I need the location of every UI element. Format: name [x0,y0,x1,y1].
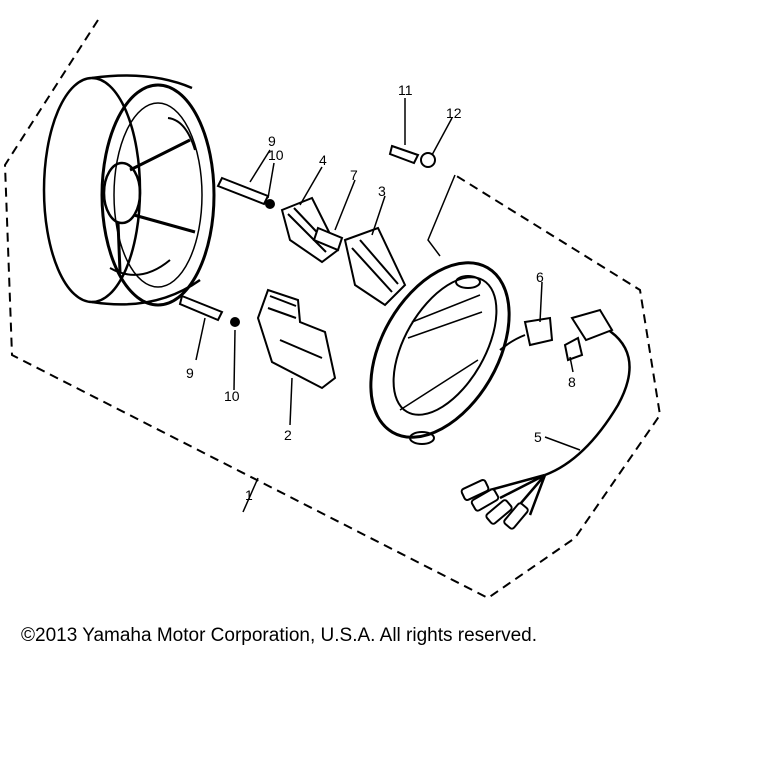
coil-3 [343,226,407,307]
coil-4 [280,196,340,264]
callout-5: 5 [534,429,542,445]
washer-12 [420,152,436,168]
leader-lines [195,98,581,513]
condenser-7 [312,226,344,252]
callout-12: 12 [446,105,462,121]
terminal-6 [499,316,554,351]
callout-4: 4 [319,152,327,168]
callout-6: 6 [536,269,544,285]
callout-2: 2 [284,427,292,443]
assembly-boundary [3,19,662,600]
exploded-parts-diagram: 1 2 3 4 5 6 7 8 9 9 10 10 11 12 [3,19,662,600]
screw-9-upper [216,176,270,206]
callout-10-upper: 10 [268,147,284,163]
screw-9-lower [178,294,224,322]
lead-wire-5 [489,323,631,516]
grommet-8 [563,336,584,362]
callout-8: 8 [568,374,576,390]
copyright-notice: ©2013 Yamaha Motor Corporation, U.S.A. A… [21,625,537,646]
callout-11: 11 [398,82,413,98]
screw-11 [388,144,420,165]
callout-7: 7 [350,167,358,183]
wire-connectors [460,479,529,530]
callout-3: 3 [378,183,386,199]
washer-10-upper [265,199,275,209]
callout-10-lower: 10 [224,388,240,404]
callout-9-upper: 9 [268,133,276,149]
washer-10-lower [230,317,240,327]
flywheel-rotor [42,74,216,307]
plug-connector [570,308,614,342]
coil-2 [256,288,337,390]
stator-plate [369,261,511,445]
callout-9-lower: 9 [186,365,194,381]
callout-1: 1 [245,487,253,503]
